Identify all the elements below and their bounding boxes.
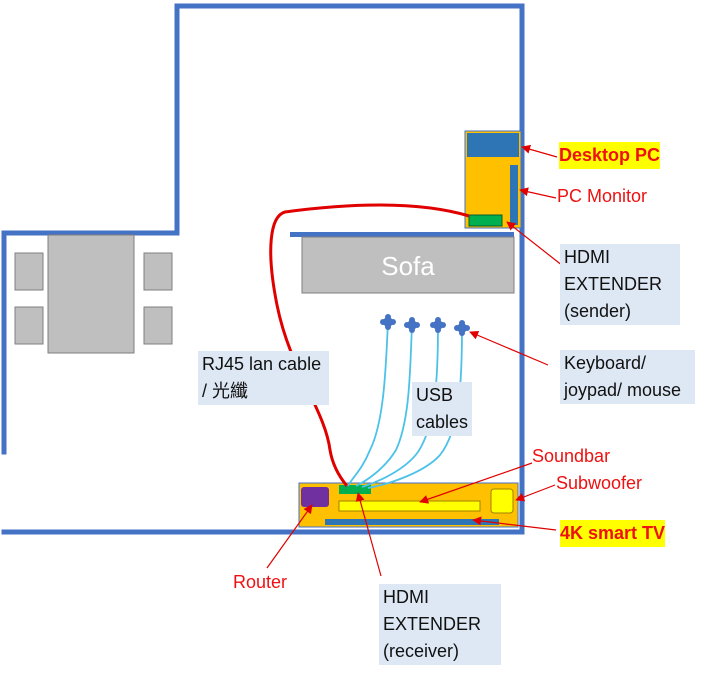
desktop-pc-box (467, 133, 519, 157)
subwoofer-label: Subwoofer (556, 473, 643, 493)
usb-line: USB (416, 385, 454, 405)
tv-label: 4K smart TV (560, 520, 666, 547)
pc-monitor-label: PC Monitor (557, 186, 648, 206)
usb-cable-group (347, 321, 463, 489)
callout-arrow (521, 144, 558, 158)
callout-arrow (472, 516, 557, 531)
callout-arrow (515, 484, 556, 502)
callout-arrow (355, 492, 382, 577)
callout-arrow (266, 504, 313, 569)
desktop-pc-label: Desktop PC (559, 142, 661, 169)
soundbar-label: Soundbar (532, 446, 611, 466)
dining-chair (143, 252, 173, 291)
wall-inner-corner (1, 3, 180, 455)
usb-cable (355, 324, 413, 487)
hdmi-sender-module (468, 214, 503, 227)
usb-label: USB cables (412, 382, 473, 436)
hdmi-sender-line: HDMI (564, 247, 610, 267)
usb-cable (367, 327, 463, 489)
callout-arrow (506, 221, 564, 267)
rj45-line: / 光纖 (202, 381, 249, 401)
soundbar-shape (338, 500, 481, 512)
rj45-label: RJ45 lan cable / 光纖 (198, 351, 330, 405)
wall-outline (1, 3, 525, 535)
usb-device-icon (430, 317, 446, 333)
callout-arrow (419, 462, 533, 504)
usb-line: cables (416, 412, 469, 432)
usb-cable (347, 321, 389, 487)
hdmi-receiver-label: HDMI EXTENDER (receiver) (379, 584, 502, 665)
tv-screen-shape (325, 519, 499, 525)
usb-device-icon (454, 320, 470, 336)
hdmi-receiver-module (339, 485, 371, 494)
hdmi-sender-line: EXTENDER (564, 274, 663, 294)
router-label: Router (233, 572, 288, 592)
usb-cable (361, 324, 439, 488)
usb-device-group (380, 314, 470, 336)
sofa-label: Sofa (381, 251, 435, 281)
sofa-seat (301, 236, 515, 294)
dining-table (47, 234, 135, 354)
callout-arrow (519, 187, 557, 199)
sofa: Sofa (290, 232, 515, 294)
router-shape (301, 487, 329, 507)
usb-device-icon (404, 317, 420, 333)
sofa-back (290, 232, 514, 237)
dining-set (14, 234, 173, 354)
dining-chair (14, 306, 44, 345)
pc-monitor-shape (510, 165, 518, 225)
keyboard-label: Keyboard/ joypad/ mouse (560, 350, 696, 404)
rj45-lan-cable (269, 203, 470, 487)
hdmi-sender-line: (sender) (564, 301, 632, 321)
usb-device-icon (380, 314, 396, 330)
callout-arrow (469, 331, 549, 366)
dining-chair (14, 252, 44, 291)
hdmi-receiver-line: HDMI (383, 587, 429, 607)
pc-desk (464, 130, 522, 229)
tv-cabinet (298, 482, 519, 528)
hdmi-sender-label: HDMI EXTENDER (sender) (560, 244, 681, 325)
hdmi-receiver-line: EXTENDER (383, 614, 482, 634)
callout-arrows (266, 144, 564, 577)
room-walls (1, 3, 525, 535)
rj45-line: RJ45 lan cable (202, 354, 322, 374)
keyboard-line: joypad/ mouse (564, 380, 682, 400)
subwoofer-shape (490, 488, 514, 514)
dining-chair (143, 306, 173, 345)
keyboard-line: Keyboard/ (564, 353, 647, 373)
hdmi-receiver-line: (receiver) (383, 641, 460, 661)
